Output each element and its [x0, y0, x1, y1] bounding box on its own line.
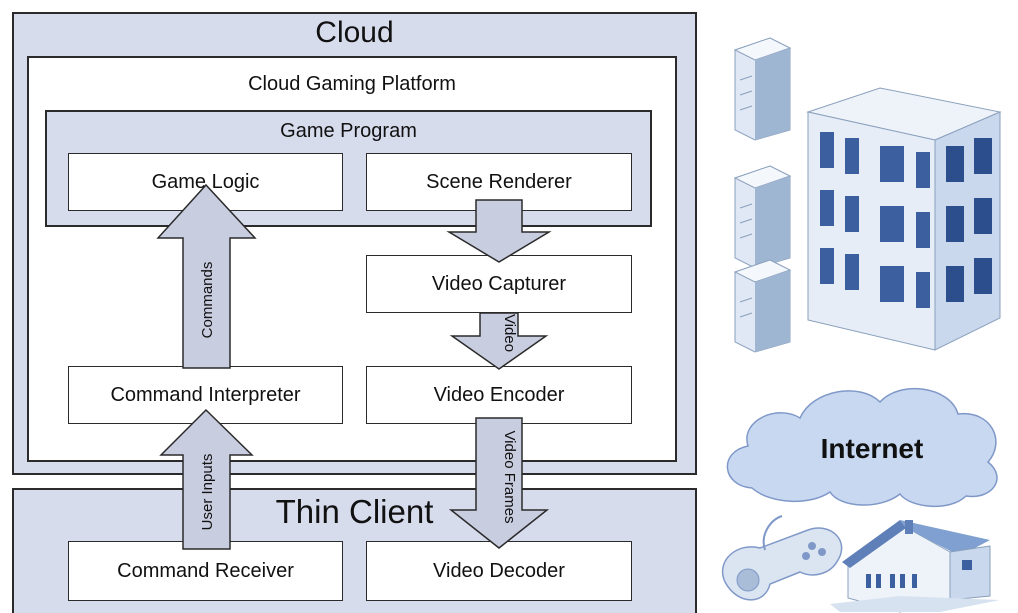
house-icon [830, 520, 1000, 613]
thin-client-title: Thin Client [275, 493, 434, 530]
video-decoder-box: Video Decoder [366, 541, 632, 601]
video-arrow: Video [449, 312, 549, 370]
command-receiver-box: Command Receiver [68, 541, 343, 601]
gamepad-icon [722, 515, 843, 601]
cloud-title: Cloud [315, 16, 394, 49]
render-to-capture-arrow [446, 199, 552, 263]
server-icon [733, 37, 792, 353]
video-encoder-box: Video Encoder [366, 366, 632, 424]
video-frames-arrow-label: Video Frames [501, 430, 518, 523]
user-inputs-arrow-label: User Inputs [199, 454, 216, 531]
office-building-icon [806, 87, 1002, 351]
video-frames-arrow: Video Frames [448, 417, 550, 549]
commands-arrow: Commands [156, 183, 257, 369]
scene-renderer-box: Scene Renderer [366, 153, 632, 211]
user-inputs-arrow: User Inputs [159, 408, 254, 550]
video-capturer-box: Video Capturer [366, 255, 632, 313]
internet-label: Internet [821, 433, 924, 464]
game-program-title: Game Program [280, 120, 417, 142]
commands-arrow-label: Commands [199, 262, 216, 339]
platform-title: Cloud Gaming Platform [248, 73, 456, 95]
video-arrow-label: Video [501, 314, 518, 352]
cloud-icon: Internet [726, 388, 998, 508]
